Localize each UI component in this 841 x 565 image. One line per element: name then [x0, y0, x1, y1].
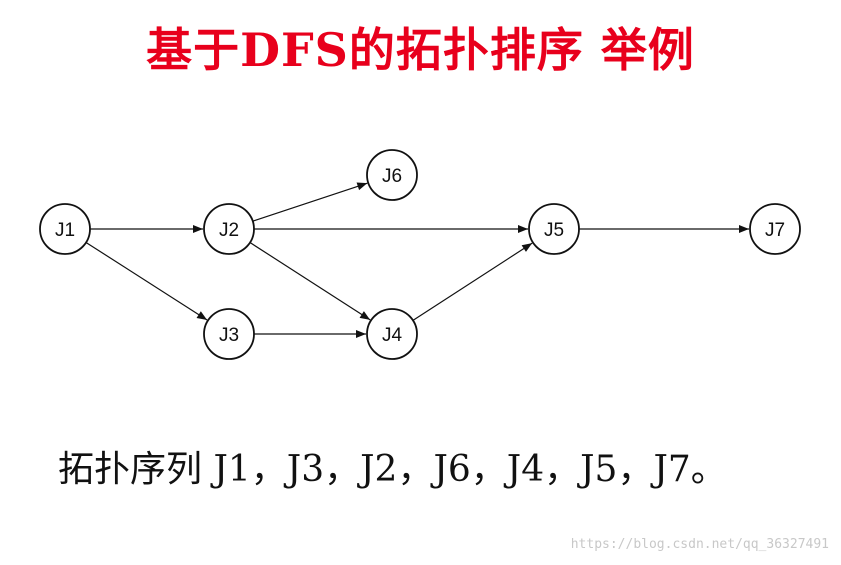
node-circle: [366, 149, 418, 201]
node-circle: [203, 308, 255, 360]
node-j2: J2: [203, 203, 255, 255]
node-label: J5: [544, 220, 564, 241]
topological-sequence-caption: 拓扑序列 J1，J3，J2，J6，J4，J5，J7。: [58, 449, 727, 490]
node-circle: [39, 203, 91, 255]
node-j6: J6: [366, 149, 418, 201]
node-label: J2: [219, 220, 239, 241]
edge-j1-j3: [85, 241, 208, 321]
edge-j2-j4: [249, 242, 371, 321]
edges-layer: [85, 182, 749, 338]
node-label: J4: [382, 325, 403, 346]
diagram-title: 基于DFS的拓扑排序 举例: [146, 23, 695, 77]
edge-j2-j6: [252, 182, 368, 222]
node-j1: J1: [39, 203, 91, 255]
node-j5: J5: [528, 203, 580, 255]
node-circle: [203, 203, 255, 255]
node-j3: J3: [203, 308, 255, 360]
node-circle: [749, 203, 801, 255]
node-label: J7: [765, 220, 785, 241]
node-label: J3: [219, 325, 239, 346]
node-label: J1: [55, 220, 75, 241]
node-j7: J7: [749, 203, 801, 255]
node-j4: J4: [366, 308, 418, 360]
node-circle: [528, 203, 580, 255]
edge-j4-j5: [412, 242, 533, 321]
source-watermark: https://blog.csdn.net/qq_36327491: [570, 537, 829, 552]
node-circle: [366, 308, 418, 360]
node-label: J6: [382, 166, 402, 187]
